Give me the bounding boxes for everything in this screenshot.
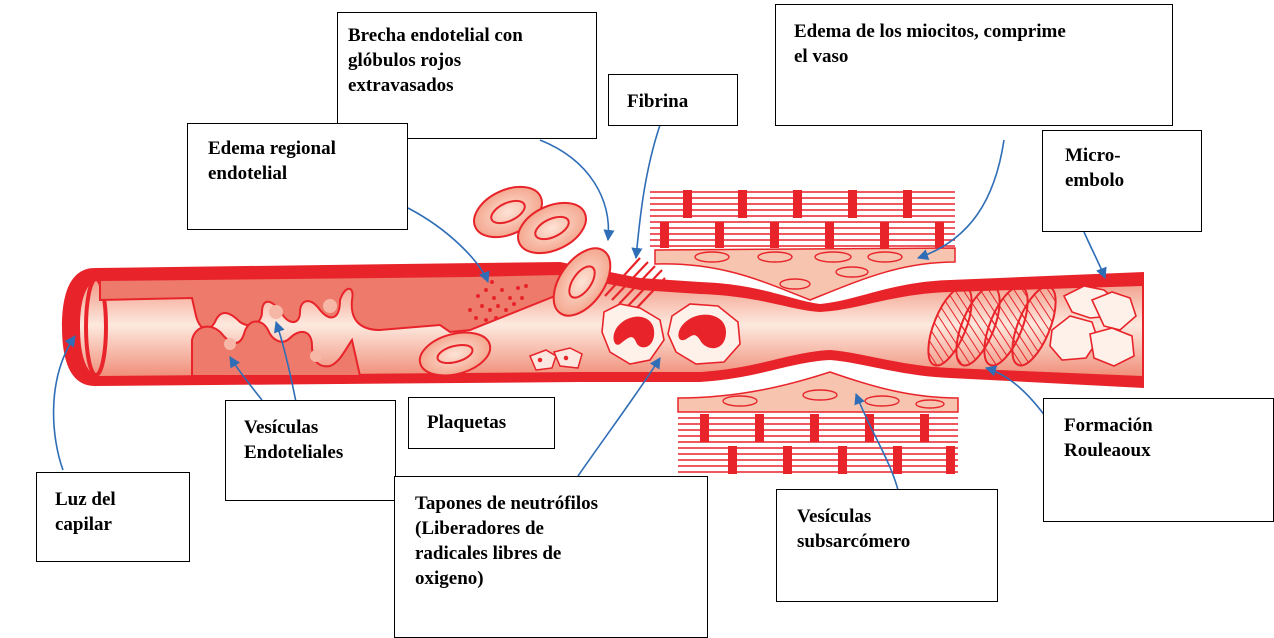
label-vesiculas-endoteliales: Vesículas Endoteliales (225, 400, 396, 501)
label-formacion-rouleaux: Formación Rouleaoux (1043, 398, 1274, 522)
label-fibrina: Fibrina (608, 74, 738, 126)
label-edema-miocitos: Edema de los miocitos, comprime el vaso (775, 4, 1173, 126)
arrow-micro-embolo (1084, 232, 1105, 278)
label-edema-regional: Edema regional endotelial (187, 123, 408, 230)
label-vesiculas-subsarcomero: Vesículas subsarcómero (776, 489, 998, 602)
label-tapones-neutrofilos: Tapones de neutrófilos (Liberadores de r… (394, 476, 708, 638)
label-luz-capilar: Luz del capilar (36, 472, 190, 562)
label-plaquetas: Plaquetas (408, 397, 555, 449)
label-brecha-endotelial: Brecha endotelial con glóbulos rojos ext… (337, 12, 597, 139)
myocyte-bottom (678, 372, 958, 474)
label-micro-embolo: Micro- embolo (1042, 130, 1202, 232)
